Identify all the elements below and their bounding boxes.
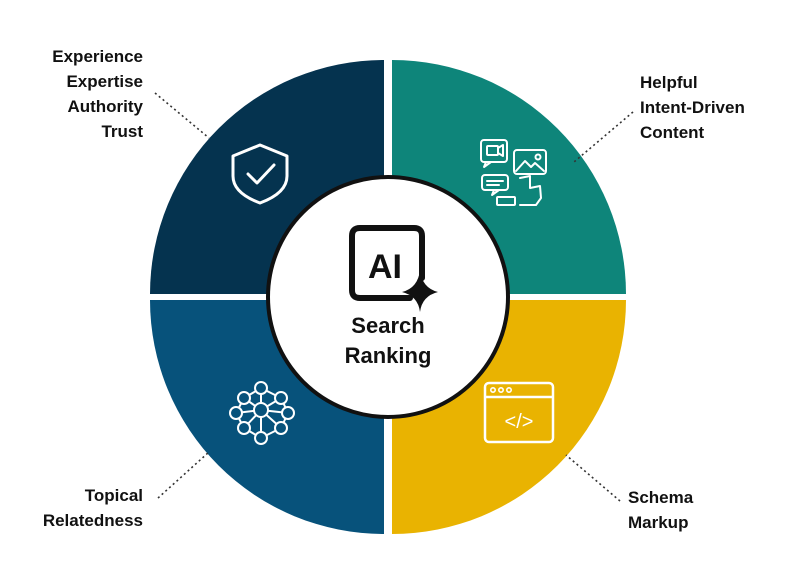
label-line: Markup	[628, 513, 689, 532]
code-brackets-text: </>	[505, 411, 534, 433]
center-title-line: Search	[351, 313, 425, 338]
label-line: Relatedness	[42, 511, 143, 530]
label-line: Trust	[101, 122, 143, 141]
connector-eeat	[154, 92, 210, 139]
center-title-line: Ranking	[344, 343, 432, 368]
label-eeat: Experience Expertise Authority Trust	[52, 44, 143, 144]
shield-check-icon	[231, 143, 289, 205]
network-nodes-icon	[229, 381, 295, 445]
label-line: Experience	[52, 47, 143, 66]
connector-topical	[157, 451, 210, 499]
label-schema: Schema Markup	[628, 485, 693, 535]
label-line: Schema	[628, 488, 694, 507]
label-line: Content	[640, 123, 705, 142]
label-line: Helpful	[640, 73, 698, 92]
code-window-icon: </>	[483, 381, 555, 444]
connectors	[154, 92, 634, 502]
center-title: Search Ranking	[290, 311, 486, 371]
label-line: Expertise	[66, 72, 143, 91]
connector-helpful	[573, 111, 634, 163]
label-line: Topical	[84, 486, 143, 505]
label-topical: Topical Relatedness	[43, 483, 143, 533]
ai-badge-text: AI	[368, 248, 402, 286]
label-line: Authority	[67, 97, 143, 116]
ai-sparkle-icon: AI	[349, 225, 438, 312]
sparkle-star	[402, 270, 438, 312]
connector-schema	[565, 454, 621, 502]
content-media-icon	[480, 139, 547, 206]
label-helpful: Helpful Intent-Driven Content	[640, 70, 745, 145]
label-line: Intent-Driven	[640, 98, 745, 117]
